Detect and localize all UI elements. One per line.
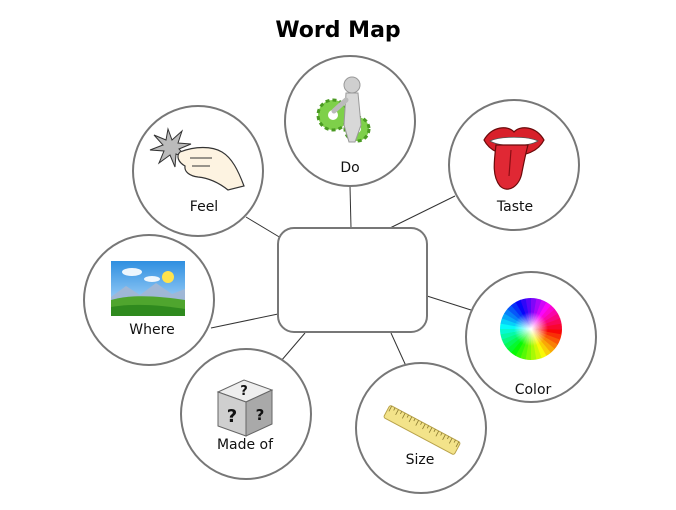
connector-taste: [389, 195, 456, 229]
node-where[interactable]: Where: [83, 234, 215, 366]
svg-text:?: ?: [227, 406, 237, 427]
node-size[interactable]: Size: [355, 362, 487, 494]
connector-made-of: [280, 332, 306, 362]
node-color[interactable]: Color: [465, 271, 597, 403]
tongue-icon: [483, 127, 545, 190]
node-do[interactable]: Do: [284, 55, 416, 187]
connector-size: [390, 332, 407, 367]
ruler-icon: [383, 405, 461, 455]
page-title: Word Map: [275, 18, 401, 43]
landscape-icon: [111, 261, 185, 316]
touch-hand-icon: [149, 127, 245, 191]
connector-color: [426, 295, 472, 311]
color-wheel-icon: [500, 298, 562, 360]
node-label-do: Do: [340, 160, 359, 176]
svg-text:?: ?: [256, 406, 265, 424]
svg-text:?: ?: [240, 384, 248, 399]
node-label-where: Where: [129, 322, 174, 338]
connector-do: [349, 185, 352, 229]
node-label-size: Size: [406, 452, 435, 468]
node-made-of[interactable]: ? ? ? Made of: [180, 348, 312, 480]
connectors: [210, 185, 472, 367]
connector-where: [210, 313, 279, 329]
question-cube-icon: ? ? ?: [216, 379, 274, 437]
gears-figure-icon: [316, 76, 371, 143]
connector-feel: [245, 216, 282, 239]
node-taste[interactable]: Taste: [448, 99, 580, 231]
node-label-color: Color: [515, 382, 552, 398]
node-label-taste: Taste: [496, 199, 533, 215]
node-label-made-of: Made of: [217, 437, 274, 453]
node-feel[interactable]: Feel: [132, 105, 264, 237]
center-box[interactable]: [277, 227, 428, 333]
node-label-feel: Feel: [190, 199, 218, 215]
